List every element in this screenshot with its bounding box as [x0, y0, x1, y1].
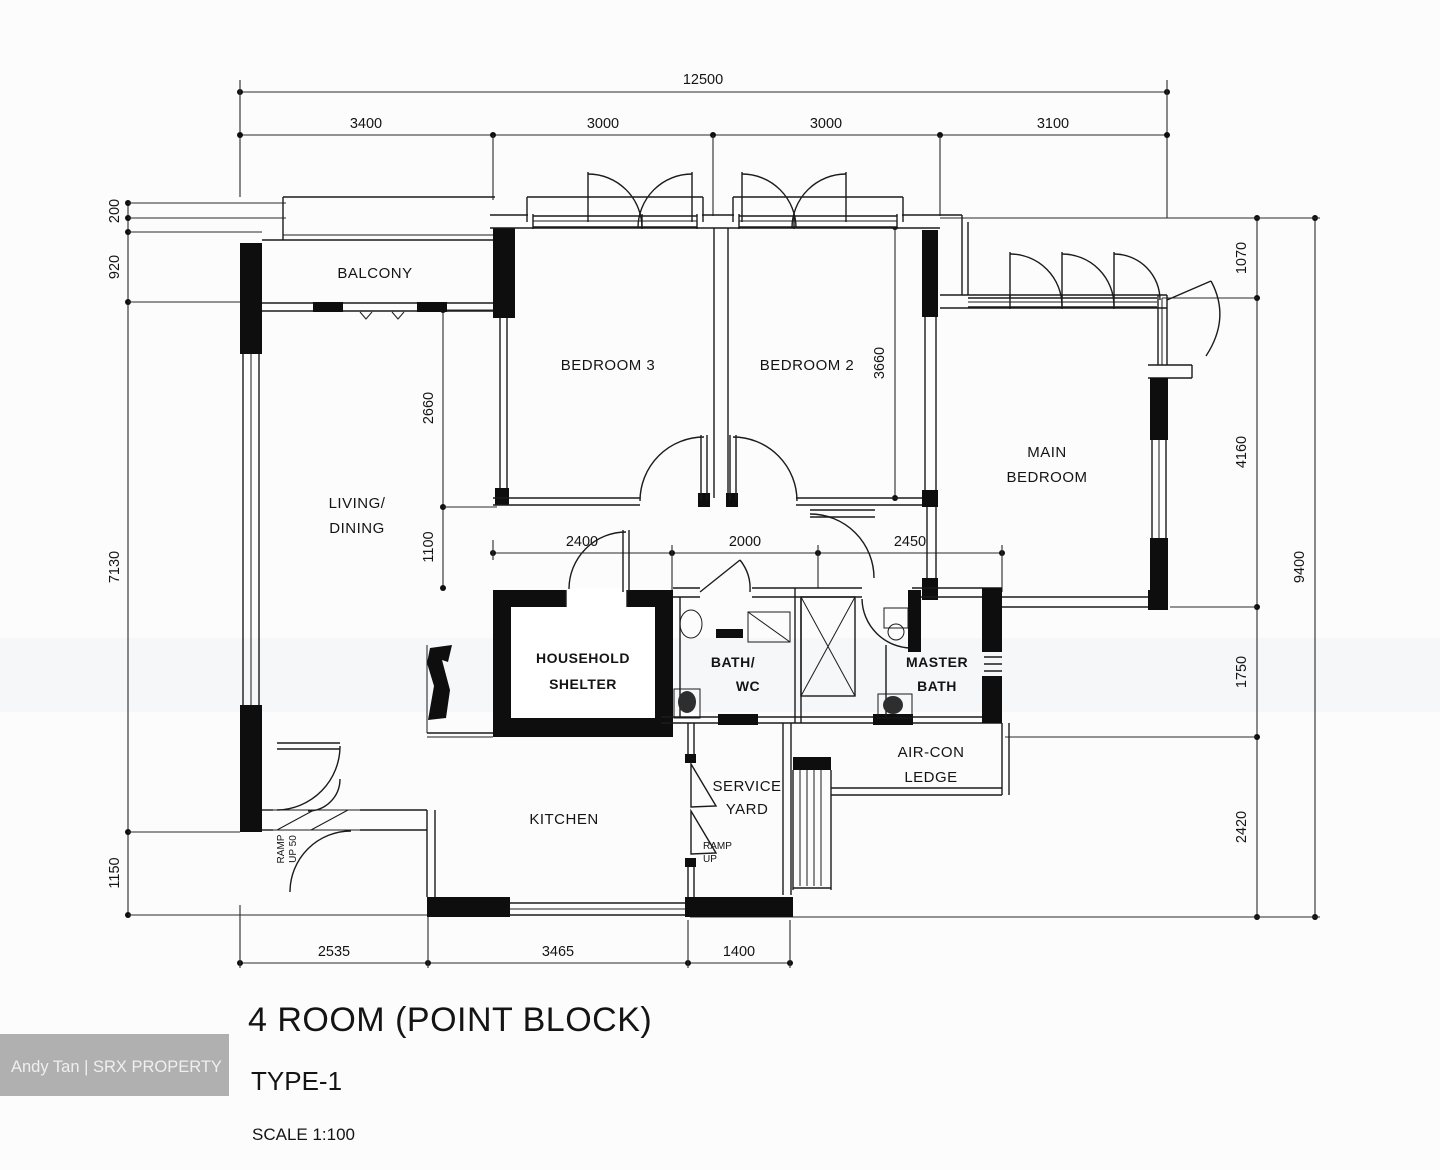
kitchen-service-area	[262, 645, 1010, 917]
room-label-bedroom2: BEDROOM 2	[760, 357, 855, 374]
dim-bottom-2535: 2535	[318, 944, 350, 960]
dim-inner-1100: 1100	[421, 531, 437, 562]
dim-left-200: 200	[107, 199, 123, 223]
room-label-bedroom3: BEDROOM 3	[561, 357, 656, 374]
title-block: 4 ROOM (POINT BLOCK) TYPE-1 SCALE 1:100	[248, 1001, 652, 1144]
dim-top-total: 12500	[683, 72, 723, 88]
dim-top-3400: 3400	[350, 116, 382, 132]
annotation-ramp-sy-1: RAMP	[703, 841, 732, 852]
walls	[240, 172, 1221, 832]
annotation-ramp-sy-2: UP	[703, 854, 717, 865]
room-label-master-bath-1: MASTER	[906, 654, 968, 670]
room-label-master-bath-2: BATH	[917, 678, 957, 694]
watermark: Andy Tan | SRX PROPERTY	[0, 1034, 229, 1096]
dim-right-total: 9400	[1292, 551, 1308, 583]
dim-bottom-3465: 3465	[542, 944, 574, 960]
dim-left-1150: 1150	[107, 857, 123, 888]
room-label-aircon-2: LEDGE	[904, 769, 957, 786]
room-labels: BALCONY LIVING/ DINING BEDROOM 3 BEDROOM…	[276, 265, 1087, 865]
room-label-living-2: DINING	[329, 520, 385, 537]
annotation-ramp-entry-2: UP 50	[288, 835, 299, 863]
dim-right-4160: 4160	[1234, 436, 1250, 468]
dimension-lines	[125, 80, 1320, 968]
dim-left-7130: 7130	[107, 551, 123, 583]
dim-inner-2450: 2450	[894, 534, 926, 550]
dim-inner-2400: 2400	[566, 534, 598, 550]
dim-inner-2000: 2000	[729, 534, 761, 550]
dim-right-1070: 1070	[1234, 242, 1250, 274]
room-label-main-bedroom-1: MAIN	[1027, 444, 1067, 461]
plan-scale: SCALE 1:100	[252, 1125, 355, 1144]
room-label-kitchen: KITCHEN	[529, 811, 598, 828]
room-label-service-yard-2: YARD	[726, 801, 769, 818]
dim-top-3100: 3100	[1037, 116, 1069, 132]
dim-bottom-1400: 1400	[723, 944, 755, 960]
dim-top-3000b: 3000	[810, 116, 842, 132]
room-label-bath-1: BATH/	[711, 654, 755, 670]
room-label-aircon-1: AIR-CON	[898, 744, 965, 761]
dim-right-2420: 2420	[1234, 811, 1250, 843]
dim-inner-3660: 3660	[872, 347, 888, 379]
room-label-main-bedroom-2: BEDROOM	[1006, 469, 1087, 486]
annotation-ramp-entry-1: RAMP	[276, 834, 287, 863]
plan-title: 4 ROOM (POINT BLOCK)	[248, 1001, 652, 1039]
dim-inner-2660: 2660	[421, 392, 437, 424]
dim-left-920: 920	[107, 255, 123, 279]
dim-right-1750: 1750	[1234, 656, 1250, 688]
room-label-shelter-2: SHELTER	[549, 676, 617, 692]
plan-type: TYPE-1	[251, 1066, 342, 1096]
room-label-shelter-1: HOUSEHOLD	[536, 650, 630, 666]
room-label-service-yard-1: SERVICE	[712, 778, 781, 795]
watermark-text: Andy Tan | SRX PROPERTY	[11, 1058, 222, 1076]
room-label-balcony: BALCONY	[337, 265, 412, 282]
room-label-bath-2: WC	[736, 678, 760, 694]
bath-block	[493, 530, 1002, 737]
watermark-background	[0, 1034, 229, 1096]
dimension-labels: 12500 3400 3000 3000 3100 200 920 7130 1…	[107, 72, 1308, 960]
dim-top-3000a: 3000	[587, 116, 619, 132]
scan-artifact	[0, 638, 1440, 712]
room-label-living-1: LIVING/	[329, 495, 386, 512]
